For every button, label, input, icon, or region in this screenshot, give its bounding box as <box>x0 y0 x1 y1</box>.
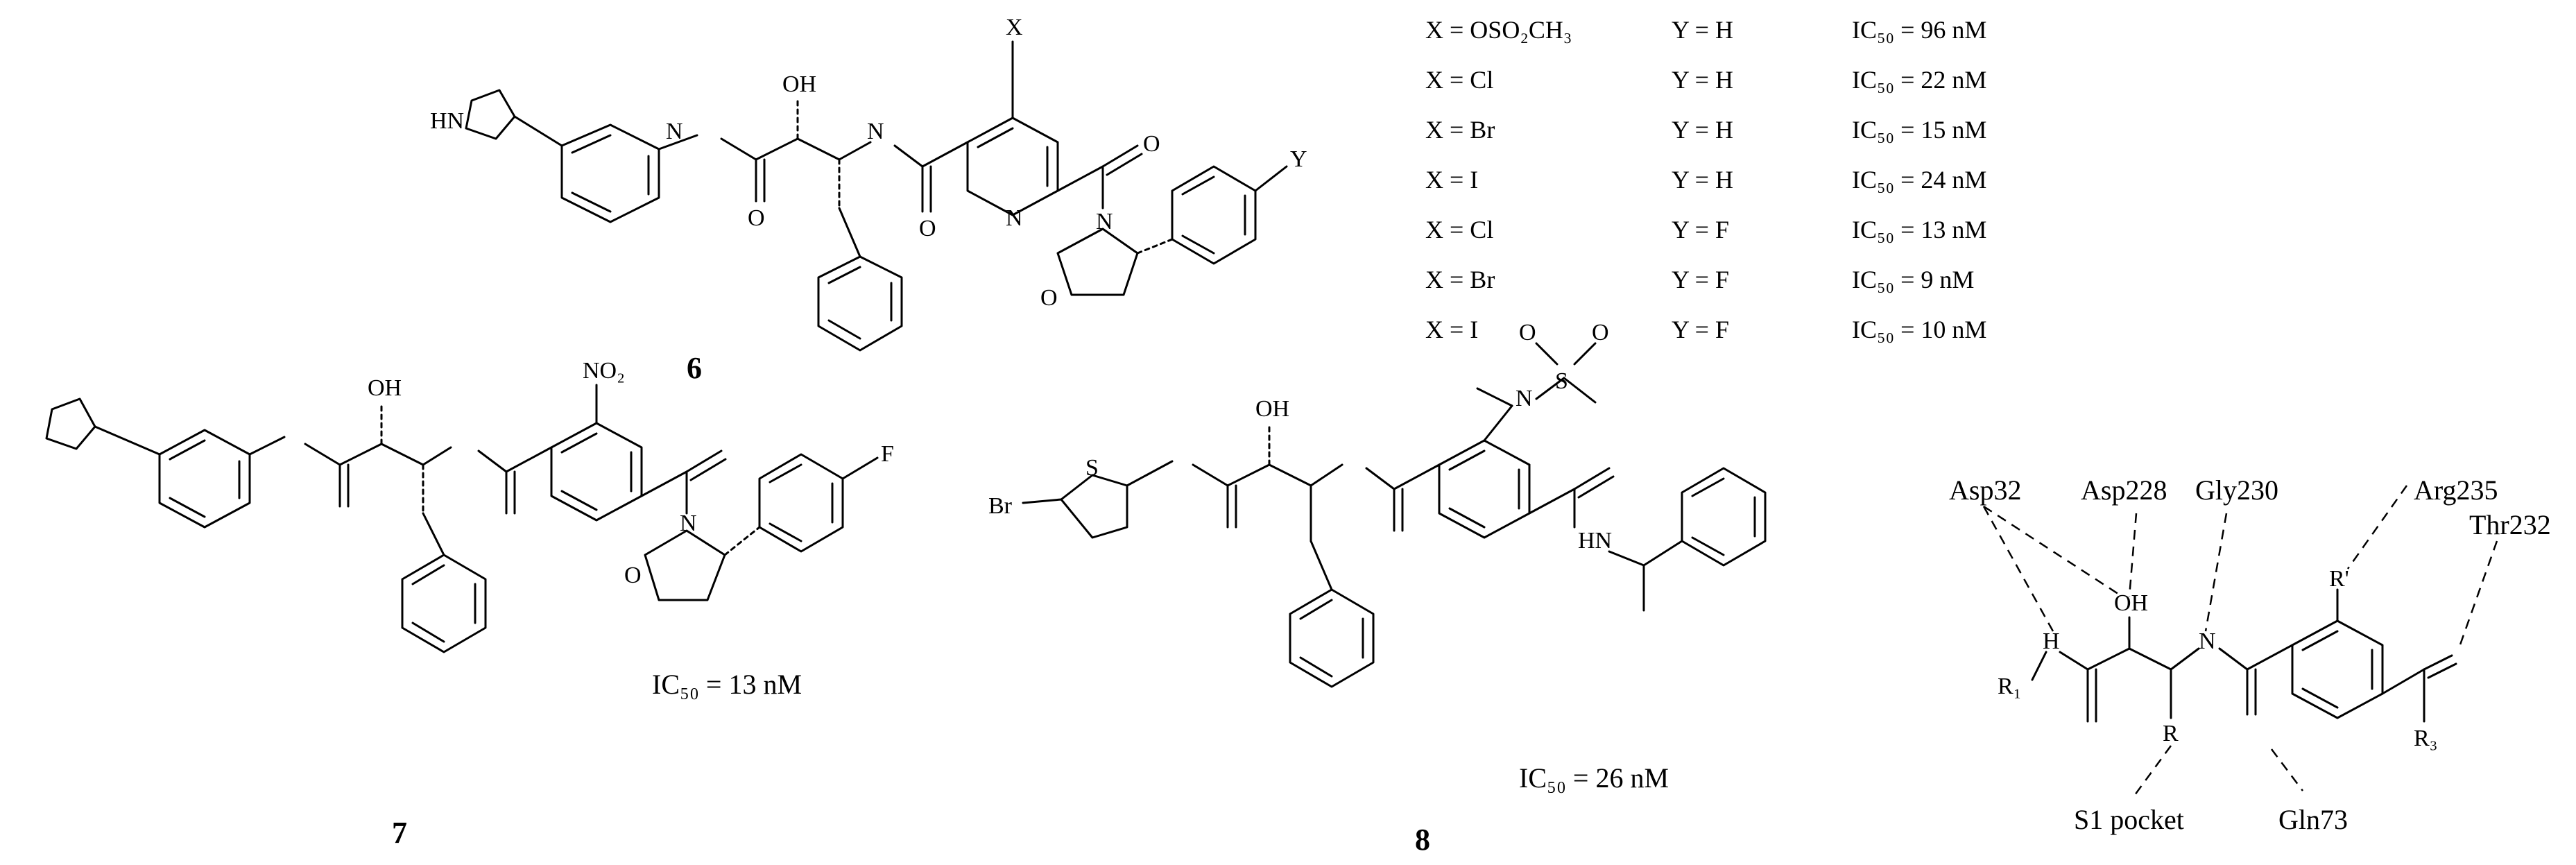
table-cell-ic50: IC₅₀ = 9 nM <box>1852 266 1974 293</box>
atom-r-prime: R' <box>2329 566 2349 592</box>
table-cell-y: Y = H <box>1672 116 1733 144</box>
compound-8-ic50: IC₅₀ = 26 nM <box>1519 762 1669 794</box>
table-cell-ic50: IC₅₀ = 24 nM <box>1852 166 1986 194</box>
atom-br-8: Br <box>988 493 1013 519</box>
atom-nh-6a: N <box>666 119 683 144</box>
isoxazolidine-ring-7 <box>644 529 726 601</box>
table-cell-x: X = Br <box>1425 116 1495 144</box>
atom-o-oxazolidine: O <box>1040 285 1058 311</box>
phenyl-ring-7b <box>401 554 487 653</box>
pharmacophore-labels: Asp32 Asp228 Gly230 Arg235 Thr232 S1 poc… <box>1949 474 2551 835</box>
atom-o-carbonyl-6: O <box>1143 131 1160 157</box>
atom-oh-pharmacophore: OH <box>2114 590 2148 616</box>
table-cell-y: Y = F <box>1672 316 1729 343</box>
table-cell-ic50: IC₅₀ = 10 nM <box>1852 316 1986 343</box>
atom-oh-7: OH <box>368 375 402 401</box>
compound-6-label: 6 <box>687 351 702 385</box>
compound-6-structure <box>465 40 1288 352</box>
compound-6-table: X = OSO₂CH₃ Y = H IC₅₀ = 96 nM X = Cl Y = H I… <box>1425 16 1986 343</box>
oxazolidine-ring-6 <box>1056 228 1139 296</box>
table-cell-y: Y = F <box>1672 266 1729 293</box>
table-cell-x: X = I <box>1425 166 1478 194</box>
compound-7-label: 7 <box>392 816 407 850</box>
table-cell-ic50: IC₅₀ = 96 nM <box>1852 16 1986 44</box>
atom-n-mesyl: N <box>1515 386 1533 411</box>
phenyl-ring-7c <box>550 422 643 522</box>
atom-oh-6: OH <box>782 71 816 97</box>
phenyl-ring-8b <box>1438 439 1531 539</box>
thiadiazole-ring-8 <box>1060 474 1128 539</box>
compound-7-atoms: NO₂ OH F N O IC₅₀ = 13 nM 7 <box>368 358 894 850</box>
table-cell-ic50: IC₅₀ = 22 nM <box>1852 66 1986 94</box>
atom-nh-6b: N <box>867 119 884 144</box>
atom-r: R <box>2163 721 2179 746</box>
table-cell-x: X = OSO₂CH₃ <box>1425 16 1572 44</box>
residue-asp228: Asp228 <box>2081 474 2167 506</box>
table-cell-x: X = I <box>1425 316 1478 343</box>
residue-arg235: Arg235 <box>2414 474 2498 506</box>
atom-n-pharmacophore-b: N <box>2199 628 2216 654</box>
residue-gln73: Gln73 <box>2278 804 2348 835</box>
phenyl-ring-7d <box>758 453 844 553</box>
atom-n-oxazolidine: N <box>1096 209 1113 234</box>
residue-s1-pocket: S1 pocket <box>2074 804 2184 835</box>
atom-n-pyridine: N <box>1006 205 1023 231</box>
atom-r3: R₃ <box>2414 726 2438 751</box>
tetrazole-ring-7 <box>45 397 96 450</box>
compound-7-structure <box>45 384 879 653</box>
residue-asp32: Asp32 <box>1949 474 2021 506</box>
atom-o-isoxazolidine: O <box>624 563 642 588</box>
atom-x: X <box>1006 15 1023 40</box>
pyridine-ring-6 <box>966 117 1059 216</box>
table-cell-x: X = Cl <box>1425 66 1493 94</box>
pharmacophore-phenyl <box>2291 619 2384 719</box>
table-cell-y: Y = H <box>1672 16 1733 44</box>
phenyl-ring-6a <box>560 123 660 223</box>
tetrazole-ring-6 <box>465 89 516 140</box>
table-cell-ic50: IC₅₀ = 15 nM <box>1852 116 1986 144</box>
atom-hn-tetrazole-6: HN <box>430 108 464 134</box>
phenyl-ring-8a <box>1289 588 1375 688</box>
atom-o-amide-6a: O <box>748 205 765 231</box>
atom-y: Y <box>1290 146 1307 172</box>
table-cell-x: X = Cl <box>1425 216 1493 243</box>
table-cell-y: Y = H <box>1672 166 1733 194</box>
residue-gly230: Gly230 <box>2195 474 2278 506</box>
atom-nh-pharmacophore-a: H <box>2043 628 2060 654</box>
atom-f-7: F <box>881 441 894 467</box>
atom-r1: R₁ <box>1998 674 2022 699</box>
phenyl-ring-6b <box>817 255 903 352</box>
atom-o-sulfonyl-b: O <box>1592 320 1609 345</box>
phenyl-ring-6c <box>1171 165 1257 265</box>
table-cell-y: Y = H <box>1672 66 1733 94</box>
atom-oh-8: OH <box>1255 396 1289 422</box>
atom-hn-8: HN <box>1578 528 1612 554</box>
table-cell-ic50: IC₅₀ = 13 nM <box>1852 216 1986 243</box>
compound-7-ic50: IC₅₀ = 13 nM <box>652 669 802 700</box>
table-cell-y: Y = F <box>1672 216 1729 243</box>
atom-o-sulfonyl-a: O <box>1519 320 1536 345</box>
compound-8-atoms: Br S OH O O S N HN IC₅₀ = 26 nM 8 <box>988 320 1669 857</box>
compound-8-structure <box>1022 342 1767 688</box>
phenyl-ring-8c <box>1681 467 1767 567</box>
phenyl-ring-7a <box>158 429 251 529</box>
atom-o-amide-6b: O <box>919 216 936 241</box>
atom-s-thiadiazole: S <box>1085 455 1099 481</box>
compound-8-label: 8 <box>1415 823 1430 857</box>
atom-s-sulfonyl: S <box>1555 368 1568 394</box>
compound-6-atoms: X Y OH N N O O N O N O HN 6 <box>430 15 1307 385</box>
atom-n-isoxazolidine: N <box>680 511 697 536</box>
pharmacophore-hbonds <box>1982 485 2498 798</box>
atom-no2-7: NO₂ <box>583 358 625 384</box>
residue-thr232: Thr232 <box>2469 509 2551 540</box>
pharmacophore-structure <box>2031 588 2457 723</box>
table-cell-x: X = Br <box>1425 266 1495 293</box>
